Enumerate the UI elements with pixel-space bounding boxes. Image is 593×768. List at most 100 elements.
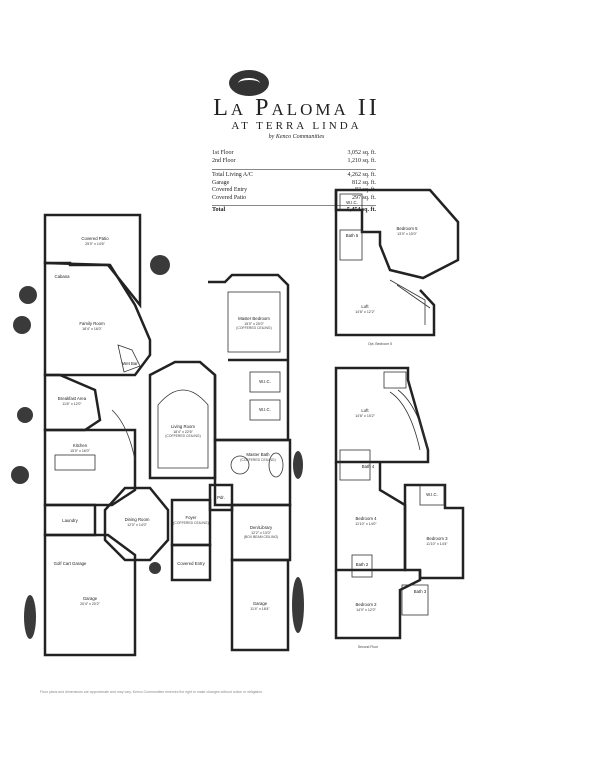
bath5-label: Bath 5 — [346, 233, 359, 238]
garage-small-dim: 11'4" x 18'4" — [250, 607, 270, 611]
living-room-dim: 18'4" x 22'6" — [173, 430, 193, 434]
garage-main-walls — [43, 533, 137, 657]
opt-wic-label: W.I.C. — [346, 200, 358, 205]
bedroom2-dim: 14'0" x 12'0" — [356, 608, 376, 612]
plan-title: La Paloma II — [213, 95, 380, 121]
dove-logo-icon — [229, 70, 269, 96]
loft-two-label: Loft — [361, 408, 369, 413]
loft-walls — [334, 190, 436, 337]
wic-two-label: W.I.C. — [259, 407, 271, 412]
family-room-label: Family Room — [79, 321, 105, 326]
garage-small-walls — [230, 558, 290, 652]
wic-one-box — [249, 371, 281, 393]
foyer-label: Foyer — [186, 515, 198, 520]
landscape-plants — [11, 255, 304, 639]
second-wic-label: W.I.C. — [426, 492, 438, 497]
optional-bedroom-plan: W.I.C. Bedroom 5 13'0" x 15'0" Bath 5 Lo… — [334, 188, 460, 346]
golf-cart-label: Golf Cart Garage — [54, 561, 87, 566]
entry-plant-icon — [149, 562, 161, 574]
bath4-box — [339, 449, 371, 481]
powder-room-label: Pdr. — [217, 495, 225, 500]
bath4-label: Bath 4 — [362, 464, 375, 469]
bedroom3-walls — [403, 483, 465, 580]
second-wic-box — [419, 484, 445, 506]
kitchen-stair — [111, 409, 136, 461]
covered-entry-label: Covered Entry — [177, 561, 205, 566]
bedroom4-label: Bedroom 4 — [355, 516, 377, 521]
breakfast-label: Breakfast Area — [58, 396, 87, 401]
kitchen-label: Kitchen — [73, 443, 88, 448]
shrub-plant-icon — [11, 466, 29, 484]
garage-small-label: Garage — [253, 601, 268, 606]
bedroom3-dim: 11'10" x 14'4" — [426, 542, 448, 546]
living-room-label: Living Room — [171, 424, 195, 429]
master-bath-note: (COFFERED CEILING) — [240, 458, 275, 462]
top-closet-box — [383, 371, 407, 389]
opt-loft-label: Loft — [361, 304, 369, 309]
bath3-box — [401, 584, 429, 616]
bedroom2-label: Bedroom 2 — [355, 602, 377, 607]
dining-room-label: Dining Room — [125, 517, 150, 522]
bedroom5-label: Bedroom 5 — [396, 226, 418, 231]
cabana-label: Cabana — [54, 274, 70, 279]
palm-plant-icon — [13, 316, 31, 334]
builder-byline: by Kenco Communities — [268, 134, 325, 140]
palm-plant-icon — [150, 255, 170, 275]
bedroom2-walls — [334, 570, 422, 640]
living-room-tile-inlay — [157, 389, 209, 469]
master-bedroom-note: (COFFERED CEILING) — [236, 326, 271, 330]
bath3-label: Bath 3 — [414, 589, 427, 594]
wet-bar-counter — [117, 344, 141, 373]
den-library-label: Den/Library — [250, 525, 273, 530]
den-library-walls — [230, 503, 292, 562]
breakfast-dim: 11'6" x 12'0" — [62, 402, 82, 406]
bath2-label: Bath 2 — [356, 562, 369, 567]
wic-one-label: W.I.C. — [259, 379, 271, 384]
wic-two-box — [249, 399, 281, 421]
second-floor-caption: Second Floor — [358, 645, 379, 649]
kitchen-island — [54, 454, 96, 471]
bath2-box — [351, 554, 373, 578]
garage-main-dim: 20'4" x 20'2" — [80, 602, 100, 606]
hedge-plant-icon — [292, 577, 304, 633]
kitchen-dim: 15'0" x 16'0" — [70, 449, 90, 453]
family-room-dim: 18'4" x 16'0" — [82, 327, 102, 331]
opt-stair — [389, 279, 431, 325]
living-room-walls — [148, 360, 217, 480]
den-library-dim: 12'2" x 13'0" — [251, 531, 271, 535]
covered-entry-walls — [170, 543, 212, 582]
shrub-plant-icon — [17, 407, 33, 423]
master-bedroom-coffer — [227, 291, 281, 353]
disclaimer-text: Floor plans and dimensions are approxima… — [40, 690, 264, 694]
bedroom3-label: Bedroom 3 — [426, 536, 448, 541]
palm-plant-icon — [19, 286, 37, 304]
laundry-label: Laundry — [62, 518, 78, 523]
hedge-plant-icon — [24, 595, 36, 639]
foyer-note: (COFFERED CEILING) — [173, 521, 208, 525]
master-bedroom-walls — [208, 273, 290, 442]
loft-two-walls — [334, 366, 430, 464]
opt-loft-dim: 14'6" x 12'2" — [355, 310, 375, 314]
wet-bar-label: Wet Bar — [122, 361, 138, 366]
plan-subtitle: AT TERRA LINDA — [231, 120, 362, 132]
bedroom5-dim: 13'0" x 15'0" — [397, 232, 417, 236]
opt-wic-box — [339, 193, 363, 211]
den-library-note: (BOX BEAM CEILING) — [244, 535, 278, 539]
shrub-plant-icon — [293, 451, 303, 479]
living-room-note: (COFFERED CEILING) — [165, 434, 200, 438]
second-floor-plan: Loft 14'6" x 15'2" Bath 4 Bedroom 4 11'1… — [334, 366, 465, 649]
master-bath-tub — [230, 455, 250, 475]
bath5-box — [339, 229, 363, 261]
kitchen-walls — [43, 428, 137, 507]
dining-room-dim: 12'0" x 14'0" — [127, 523, 147, 527]
opt-bedroom-caption: Opt. Bedroom 5 — [368, 342, 392, 346]
covered-patio-label: Covered Patio — [81, 236, 109, 241]
first-floor-plan: Covered Patio 25'0" x 14'6" Cabana Famil… — [43, 213, 292, 657]
bedroom4-dim: 11'10" x 14'0" — [355, 522, 377, 526]
